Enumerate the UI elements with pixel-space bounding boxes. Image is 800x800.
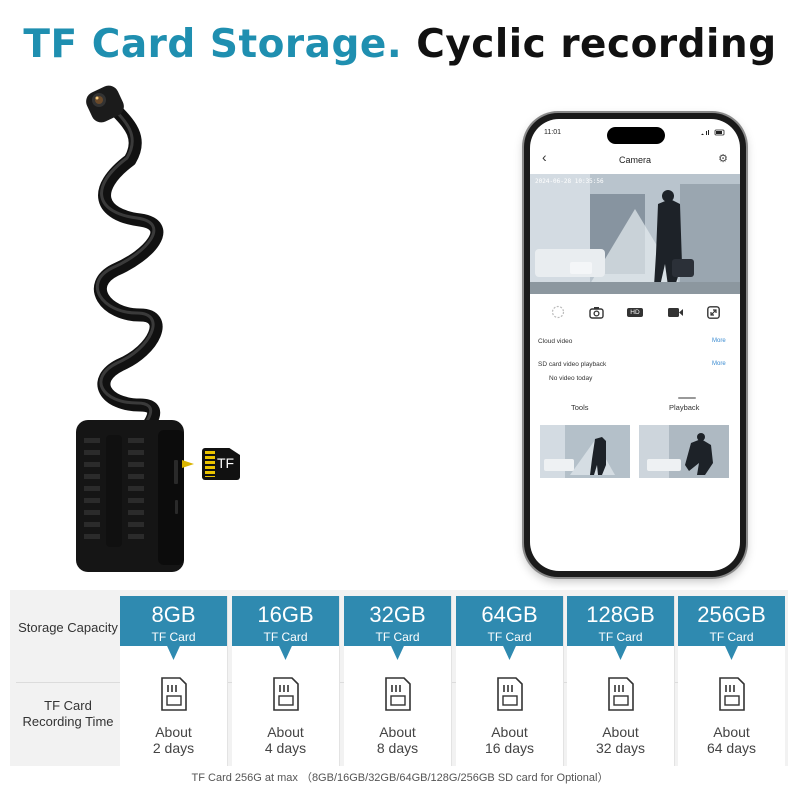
about-text: About xyxy=(267,724,304,740)
about-text: About xyxy=(602,724,639,740)
mini-camera-device-image xyxy=(76,85,194,572)
footnote: TF Card 256G at max （8GB/16GB/32GB/64GB/… xyxy=(191,772,609,784)
capacity-value: 8GB xyxy=(151,602,196,627)
recording-time-label: TF Card Recording Time xyxy=(22,698,114,729)
video-thumbnail[interactable] xyxy=(639,425,729,478)
tab-playback[interactable]: Playback xyxy=(669,403,700,412)
about-text: About xyxy=(491,724,528,740)
headline-cyclic: Cyclic recording xyxy=(416,22,777,67)
card-type: TF Card xyxy=(375,630,420,644)
hd-button[interactable]: HD xyxy=(624,302,646,322)
days-text: 2 days xyxy=(152,740,195,756)
card-type: TF Card xyxy=(709,630,754,644)
sd-card-icon xyxy=(161,677,187,711)
column-divider xyxy=(563,596,564,766)
card-type: TF Card xyxy=(151,630,196,644)
sd-card-icon xyxy=(385,677,411,711)
cloud-video-more-link[interactable]: More xyxy=(712,338,726,344)
record-video-icon[interactable] xyxy=(664,302,686,322)
column-divider xyxy=(227,596,228,766)
card-type: TF Card xyxy=(598,630,643,644)
dynamic-island xyxy=(607,127,665,144)
video-scene xyxy=(530,174,740,294)
fullscreen-icon[interactable] xyxy=(702,302,724,322)
capacity-value: 64GB xyxy=(481,602,538,627)
sd-playback-more-link[interactable]: More xyxy=(712,361,726,367)
status-time: 11:01 xyxy=(544,129,561,136)
screen-title: Camera xyxy=(618,155,651,165)
days-text: 32 days xyxy=(595,740,646,756)
card-type: TF Card xyxy=(487,630,532,644)
capacity-value: 32GB xyxy=(369,602,426,627)
days-text: 4 days xyxy=(264,740,307,756)
hd-label: HD xyxy=(627,307,643,317)
phone-mockup: 11:01 ‹ Camera ⚙ xyxy=(524,113,746,577)
about-text: About xyxy=(155,724,192,740)
capacity-value: 256GB xyxy=(697,602,766,627)
signal-battery-icon xyxy=(701,129,725,136)
capacity-value: 128GB xyxy=(586,602,655,627)
about-text: About xyxy=(713,724,750,740)
sd-card-icon xyxy=(608,677,634,711)
card-type: TF Card xyxy=(263,630,308,644)
phone-screen: 11:01 ‹ Camera ⚙ xyxy=(530,119,740,571)
no-video-text: No video today xyxy=(549,375,593,382)
tab-tools[interactable]: Tools xyxy=(571,403,589,412)
tf-card-icon: TF xyxy=(202,448,240,480)
live-video-feed[interactable]: 2024-06-28 10:35:56 xyxy=(530,174,740,294)
video-toolbar: HD xyxy=(530,302,740,324)
capacity-value: 16GB xyxy=(257,602,314,627)
days-text: 16 days xyxy=(484,740,535,756)
video-timestamp: 2024-06-28 10:35:56 xyxy=(535,178,604,185)
about-text: About xyxy=(379,724,416,740)
cloud-video-label: Cloud video xyxy=(538,338,573,345)
back-button[interactable]: ‹ xyxy=(542,149,547,165)
status-icons xyxy=(700,129,726,138)
snapshot-mode-icon[interactable] xyxy=(547,302,569,322)
tf-card-label: TF xyxy=(217,455,235,471)
video-thumbnail[interactable] xyxy=(540,425,630,478)
headline: TF Card Storage. Cyclic recording xyxy=(0,22,800,67)
column-divider xyxy=(674,596,675,766)
sd-card-icon xyxy=(497,677,523,711)
headline-storage: TF Card Storage. xyxy=(23,22,403,67)
tab-indicator xyxy=(678,397,696,399)
settings-gear-icon[interactable]: ⚙ xyxy=(718,153,728,165)
camera-icon[interactable] xyxy=(585,302,607,322)
storage-table: Storage Capacity TF Card Recording Time … xyxy=(10,590,788,766)
storage-capacity-label: Storage Capacity xyxy=(18,620,118,635)
column-divider xyxy=(339,596,340,766)
column-divider xyxy=(451,596,452,766)
tf-card-contacts xyxy=(205,451,215,477)
sd-card-icon xyxy=(273,677,299,711)
days-text: 8 days xyxy=(376,740,419,756)
sd-card-icon xyxy=(719,677,745,711)
days-text: 64 days xyxy=(706,740,757,756)
sd-playback-label: SD card video playback xyxy=(538,361,607,368)
